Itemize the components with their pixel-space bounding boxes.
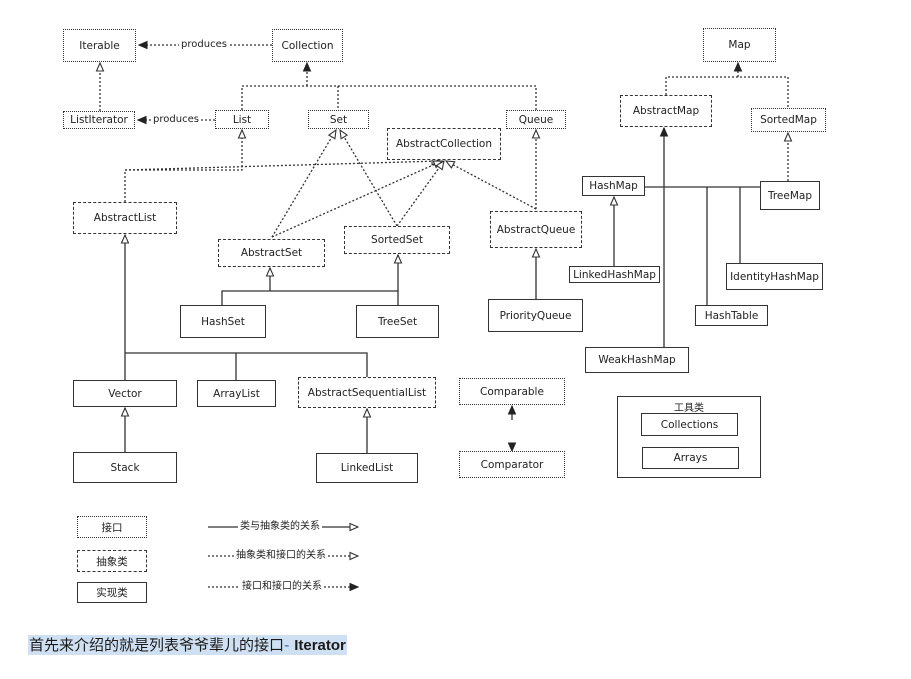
node-identity-hash-map: IdentityHashMap [726, 263, 823, 290]
edge-label-produces: produces [151, 114, 201, 126]
node-queue: Queue [506, 110, 566, 129]
interface-relations [100, 45, 789, 120]
node-priority-queue: PriorityQueue [488, 299, 583, 332]
node-arrays: Arrays [642, 447, 739, 469]
caption-keyword: Iterator [294, 637, 346, 654]
node-abstract-queue: AbstractQueue [490, 211, 582, 248]
node-hash-map: HashMap [582, 176, 645, 196]
node-tree-set: TreeSet [356, 305, 439, 338]
node-comparator: Comparator [459, 451, 565, 478]
node-abstract-sequential-list: AbstractSequentialList [298, 377, 436, 408]
node-sorted-set: SortedSet [344, 226, 450, 254]
node-list: List [215, 110, 269, 129]
node-tree-map: TreeMap [760, 181, 820, 210]
node-sorted-map: SortedMap [751, 108, 826, 132]
legend-label-abstract-interface: 抽象类和接口的关系 [234, 550, 328, 562]
node-iterable: Iterable [63, 29, 136, 62]
legend-label-interface-interface: 接口和接口的关系 [240, 581, 324, 593]
legend-abstract-class-box: 抽象类 [77, 550, 147, 572]
node-vector: Vector [73, 380, 177, 407]
abstract-interface-relations [124, 130, 788, 238]
caption-separator: - [284, 636, 290, 654]
node-list-iterator: ListIterator [63, 111, 135, 129]
node-array-list: ArrayList [197, 380, 276, 407]
node-linked-list: LinkedList [316, 453, 418, 483]
legend-interface-box: 接口 [77, 516, 147, 538]
node-stack: Stack [73, 452, 177, 483]
node-collection: Collection [272, 29, 343, 62]
node-collections: Collections [641, 413, 738, 436]
node-hash-table: HashTable [695, 305, 768, 326]
node-comparable: Comparable [459, 378, 565, 405]
node-abstract-list: AbstractList [73, 202, 177, 234]
node-map: Map [703, 28, 776, 62]
node-abstract-map: AbstractMap [620, 95, 712, 127]
caption-main: 首先来介绍的就是列表爷爷辈儿的接口 [29, 636, 285, 654]
node-set: Set [308, 110, 369, 129]
utility-group-title: 工具类 [674, 403, 704, 414]
legend-label-class-abstract: 类与抽象类的关系 [238, 521, 322, 533]
legend-concrete-class-box: 实现类 [77, 582, 147, 603]
node-abstract-collection: AbstractCollection [387, 128, 501, 160]
class-abstract-relations [125, 128, 760, 453]
node-hash-set: HashSet [180, 305, 266, 338]
caption-text: 首先来介绍的就是列表爷爷辈儿的接口- Iterator [28, 635, 347, 655]
node-linked-hash-map: LinkedHashMap [569, 266, 660, 283]
node-weak-hash-map: WeakHashMap [585, 347, 689, 373]
node-abstract-set: AbstractSet [218, 239, 325, 267]
edge-label-produces: produces [179, 39, 229, 51]
